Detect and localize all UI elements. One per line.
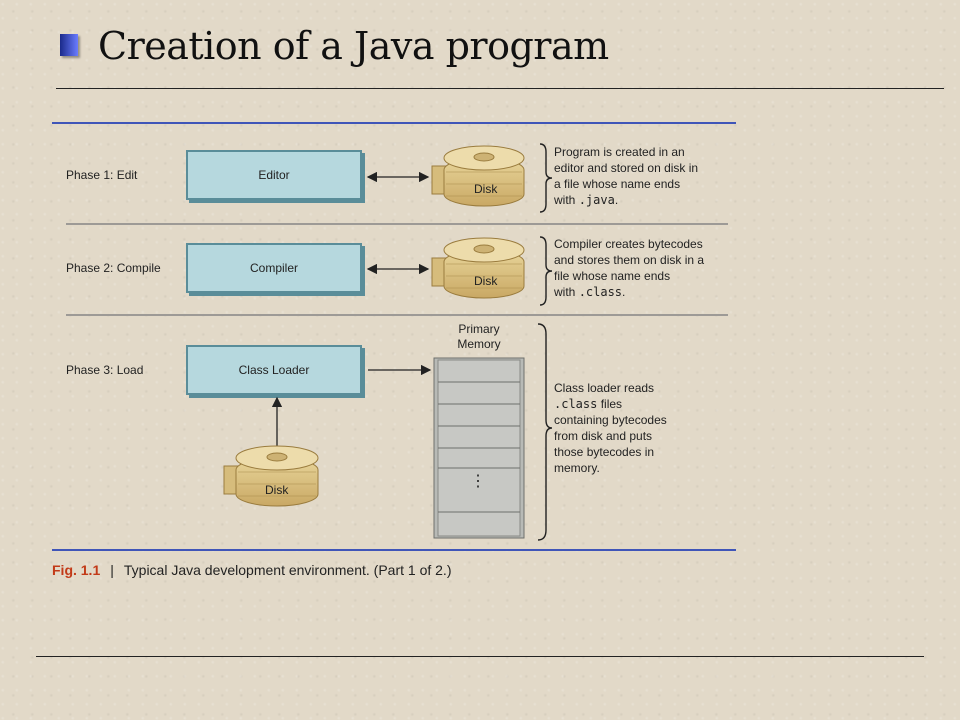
disk-label: Disk xyxy=(474,274,498,288)
disk-icon xyxy=(431,145,525,207)
figure-number: Fig. 1.1 xyxy=(52,562,101,578)
brace-phase-1 xyxy=(539,143,553,213)
title-bullet-icon xyxy=(60,34,78,56)
figure-caption: Fig. 1.1 | Typical Java development enviro… xyxy=(52,562,451,578)
phase-2-label: Phase 2: Compile xyxy=(66,261,161,275)
brace-phase-2 xyxy=(539,236,553,306)
class-loader-box: Class Loader xyxy=(186,345,362,395)
figure-bottom-rule xyxy=(52,549,736,551)
title-divider xyxy=(56,88,944,89)
phase-1-label: Phase 1: Edit xyxy=(66,168,138,182)
primary-memory-label: Primary Memory xyxy=(457,322,501,351)
disk-label: Disk xyxy=(474,182,498,196)
phase-2-description: Compiler creates bytecodes and stores th… xyxy=(554,237,705,299)
compiler-box: Compiler xyxy=(186,243,362,293)
phase-3-label: Phase 3: Load xyxy=(66,363,144,377)
phase-divider-1 xyxy=(66,223,728,225)
memory-ellipsis: ⋮ xyxy=(470,473,486,490)
slide-title: Creation of a Java program xyxy=(98,24,609,68)
disk-icon xyxy=(223,445,319,507)
editor-box: Editor xyxy=(186,150,362,200)
phase-3-description: Class loader reads .class files containi… xyxy=(554,381,667,475)
disk-label: Disk xyxy=(265,483,289,497)
disk-icon xyxy=(431,237,525,299)
footer-divider xyxy=(36,656,924,657)
phase-1-description: Program is created in an editor and stor… xyxy=(554,145,699,207)
caption-separator: | xyxy=(110,562,114,578)
caption-text: Typical Java development environment. (P… xyxy=(123,562,452,578)
primary-memory-block xyxy=(433,357,525,539)
phase-divider-2 xyxy=(66,314,728,316)
figure-top-rule xyxy=(52,122,736,124)
brace-phase-3 xyxy=(537,323,553,541)
